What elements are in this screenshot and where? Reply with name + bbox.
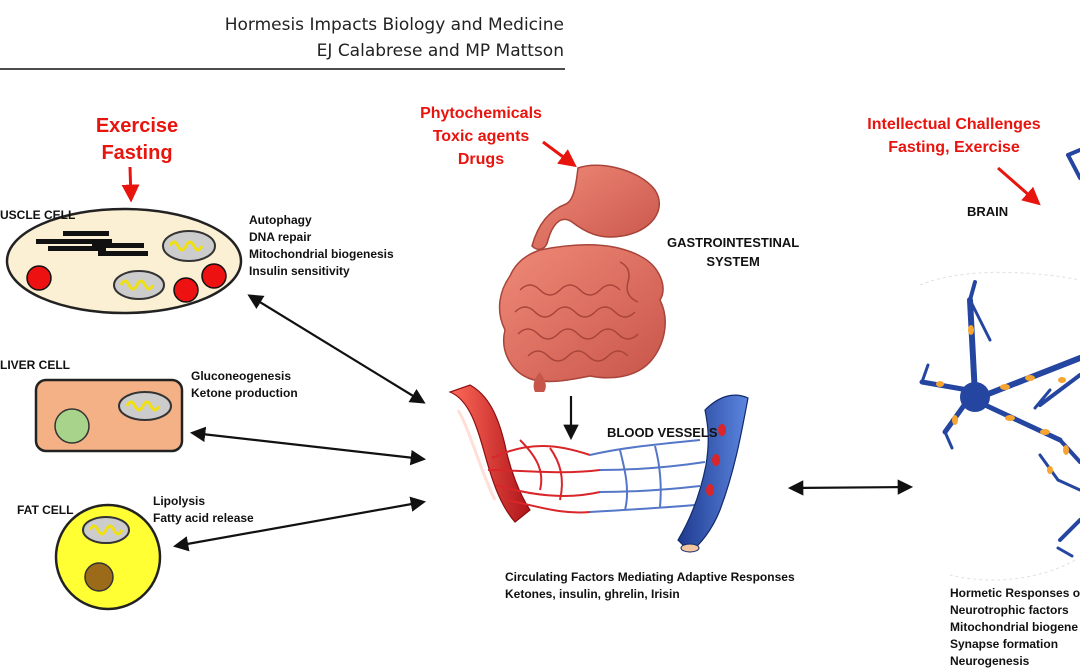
liver-cell-effects: Gluconeogenesis Ketone production [191, 368, 298, 402]
stressor-right: Intellectual Challenges Fasting, Exercis… [846, 113, 1062, 159]
neuron-synapses [936, 325, 1069, 474]
stressor-phytochemicals: Phytochemicals [420, 105, 542, 122]
brain-response-4: Synapse formation [950, 637, 1059, 651]
stressor-toxic-agents: Toxic agents [432, 128, 530, 145]
arrow-fat-blood [172, 496, 427, 552]
stressor-arrows [121, 140, 1041, 206]
paper-title: Hormesis Impacts Biology and Medicine [224, 15, 564, 35]
brain-responses-list: Hormetic Responses o Neurotrophic factor… [950, 585, 1080, 670]
effect-dna-repair: DNA repair [249, 230, 312, 244]
venous-capillaries [589, 439, 706, 513]
effect-insulin-sensitivity: Insulin sensitivity [249, 264, 350, 278]
stressor-left: Exercise Fasting [84, 113, 190, 167]
circulating-line1: Circulating Factors Mediating Adaptive R… [505, 570, 795, 584]
effect-autophagy: Autophagy [249, 213, 312, 227]
brain-response-2: Neurotrophic factors [950, 603, 1069, 617]
stressor-intellectual: Intellectual Challenges [867, 116, 1041, 133]
fat-cell-label: FAT CELL [17, 503, 74, 517]
muscle-cell-effects: Autophagy DNA repair Mitochondrial bioge… [249, 212, 394, 280]
circulating-factors-caption: Circulating Factors Mediating Adaptive R… [505, 569, 795, 603]
liver-cell-label: LIVER CELL [0, 358, 71, 372]
gi-system-label: GASTROINTESTINAL SYSTEM [667, 233, 799, 271]
circulating-line2: Ketones, insulin, ghrelin, Irisin [505, 587, 680, 601]
stressor-fasting: Fasting [101, 142, 173, 164]
gastrointestinal-illustration [498, 164, 666, 392]
neuron-soma [960, 382, 990, 412]
brain-label: BRAIN [967, 204, 1009, 219]
blood-vessels-label: BLOOD VESSELS [607, 425, 718, 440]
paper-authors: EJ Calabrese and MP Mattson [316, 41, 564, 61]
stressor-exercise: Exercise [95, 115, 179, 137]
stressor-center: Phytochemicals Toxic agents Drugs [405, 102, 557, 171]
fat-cell [54, 503, 162, 611]
liver-cell [34, 378, 184, 453]
fat-cell-effects: Lipolysis Fatty acid release [153, 493, 254, 527]
brain-response-5: Neurogenesis [950, 654, 1030, 668]
effect-mito-biogenesis: Mitochondrial biogenesis [249, 247, 394, 261]
muscle-cell-label: USCLE CELL [0, 208, 76, 222]
stressor-drugs: Drugs [457, 151, 505, 168]
gi-label-line1: GASTROINTESTINAL [667, 235, 800, 250]
brain-response-1: Hormetic Responses o [950, 586, 1080, 600]
arrow-liver-blood [189, 426, 427, 466]
arterial-capillaries [487, 439, 601, 514]
effect-gluconeogenesis: Gluconeogenesis [191, 369, 292, 383]
stressor-fasting-exercise: Fasting, Exercise [888, 139, 1020, 156]
connection-arrows [172, 294, 914, 552]
arrow-intellectual-to-brain [997, 166, 1041, 206]
arrow-blood-brain [787, 479, 914, 496]
arrow-muscle-blood [247, 294, 426, 404]
brain-response-3: Mitochondrial biogene [950, 620, 1078, 634]
blood-vessels-illustration [448, 384, 749, 553]
brain-slice-outline [919, 271, 1080, 581]
effect-lipolysis: Lipolysis [153, 494, 206, 508]
effect-fatty-acid-release: Fatty acid release [153, 511, 254, 525]
arrow-exercise-to-muscle [121, 166, 140, 203]
effect-ketone-production: Ketone production [191, 386, 298, 400]
arrow-phyto-to-gut [542, 140, 577, 168]
muscle-cell [5, 207, 243, 315]
gi-label-line2: SYSTEM [706, 254, 760, 269]
